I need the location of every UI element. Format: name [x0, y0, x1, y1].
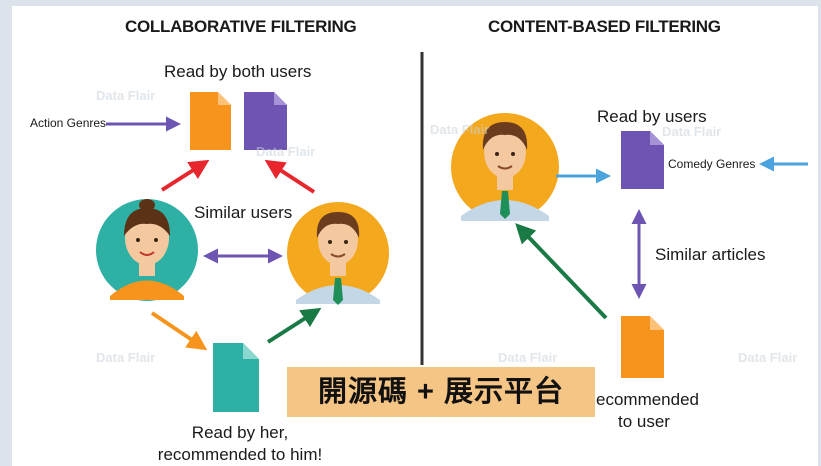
- recommended-doc-to-man-arrow: [266, 307, 322, 344]
- watermark-logo: Data Flair: [738, 350, 798, 365]
- doc-purple-shared: [244, 92, 287, 150]
- watermark-logo: Data Flair: [96, 88, 156, 103]
- similar-articles-label: Similar articles: [655, 245, 766, 264]
- doc-orange-shared: [190, 92, 231, 150]
- doc-purple-read: [621, 131, 664, 189]
- woman-to-recommended-doc-arrow: [150, 311, 208, 351]
- watermark-logo: Data Flair: [256, 144, 316, 159]
- watermark-logo: Data Flair: [430, 122, 490, 137]
- man-to-docs-arrow: [264, 159, 316, 194]
- read-by-users-label: Read by users: [597, 107, 707, 126]
- doc-teal-recommended: [213, 343, 259, 412]
- recommended-doc-to-user-arrow: [515, 223, 608, 320]
- to-user-label: to user: [618, 412, 670, 431]
- collaborative-title: COLLABORATIVE FILTERING: [125, 17, 357, 36]
- woman-avatar: [96, 199, 198, 301]
- content-based-title: CONTENT-BASED FILTERING: [488, 17, 721, 36]
- doc-orange-recommended: [621, 316, 664, 378]
- watermark-logo: Data Flair: [96, 350, 156, 365]
- recommended-to-him-label: recommended to him!: [157, 445, 323, 464]
- man-avatar: [287, 202, 389, 305]
- recommended-label: ecommended: [596, 390, 700, 409]
- user-avatar: [451, 113, 559, 221]
- action-genres-label: Action Genres: [30, 116, 107, 130]
- overlay-banner: 開源碼 + 展示平台: [287, 367, 595, 417]
- read-by-her-label: Read by her,: [191, 423, 289, 442]
- woman-to-docs-arrow: [160, 159, 210, 192]
- watermark-logo: Data Flair: [662, 124, 722, 139]
- watermark-logo: Data Flair: [498, 350, 558, 365]
- comedy-genres-label: Comedy Genres: [668, 157, 756, 171]
- read-by-both-label: Read by both users: [164, 62, 312, 81]
- similar-users-label: Similar users: [194, 203, 293, 222]
